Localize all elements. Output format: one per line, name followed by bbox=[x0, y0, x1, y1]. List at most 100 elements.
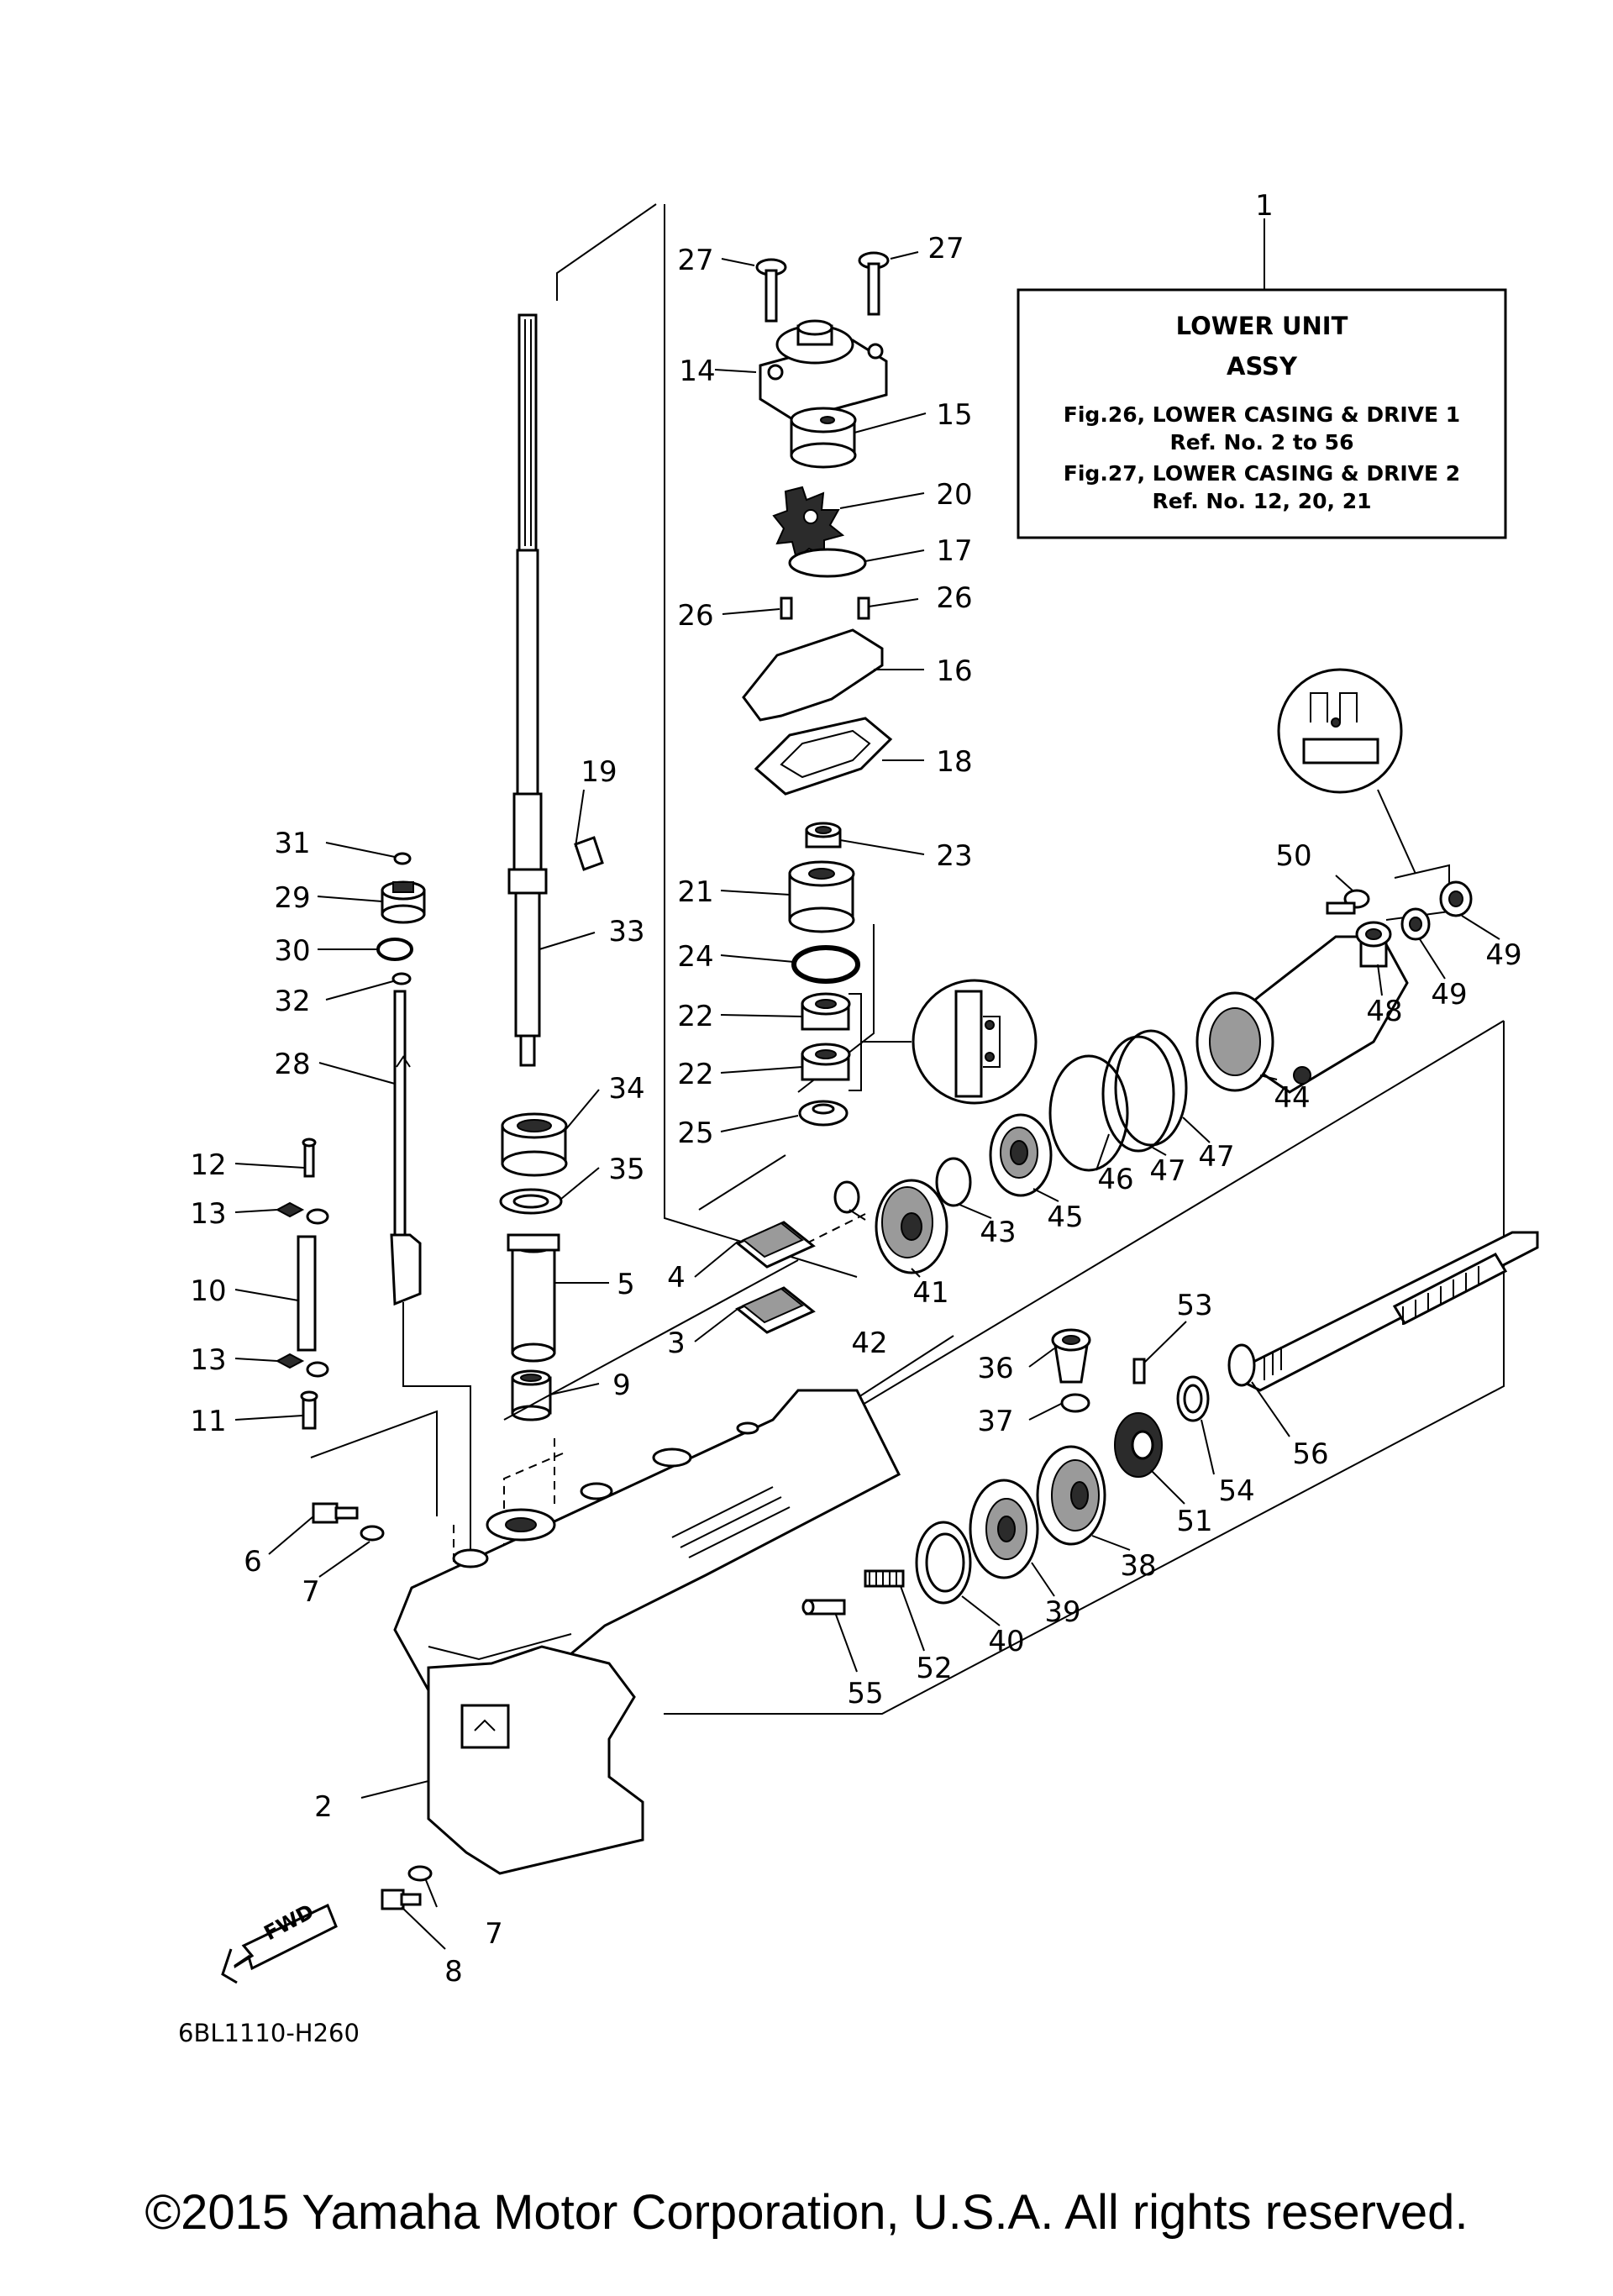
screw-11 bbox=[300, 1390, 318, 1430]
callout-50: 50 bbox=[1275, 839, 1311, 873]
callout-1: 1 bbox=[1255, 189, 1274, 223]
pump-housing-bolt-right bbox=[858, 251, 890, 316]
woodruff-key bbox=[574, 836, 604, 871]
screw-8 bbox=[381, 1889, 422, 1910]
insert-cartridge bbox=[790, 407, 857, 469]
bolt-50 bbox=[1326, 889, 1370, 915]
callout-13-lower: 13 bbox=[190, 1343, 226, 1377]
clip-13-upper bbox=[275, 1201, 329, 1225]
outer-plate-gasket-inner bbox=[780, 729, 871, 779]
shim-40 bbox=[915, 1521, 972, 1605]
callout-15: 15 bbox=[936, 398, 972, 432]
screw-6 bbox=[312, 1502, 359, 1524]
o-ring-47-b bbox=[1114, 1029, 1188, 1147]
callout-32: 32 bbox=[274, 985, 310, 1018]
pinion-gear-36 bbox=[1051, 1328, 1091, 1384]
dowel-pin-right bbox=[857, 596, 870, 620]
drive-shaft bbox=[507, 313, 548, 1067]
callout-51: 51 bbox=[1176, 1505, 1212, 1538]
callout-53: 53 bbox=[1176, 1289, 1212, 1322]
callout-44: 44 bbox=[1274, 1081, 1310, 1115]
box-title-line1: LOWER UNIT bbox=[1176, 312, 1348, 340]
o-ring-47-a bbox=[1101, 1035, 1175, 1153]
needle-bearing-9 bbox=[511, 1369, 552, 1421]
sleeve-5 bbox=[507, 1233, 560, 1363]
reverse-gear-38 bbox=[1036, 1445, 1106, 1546]
callout-16: 16 bbox=[936, 654, 972, 688]
callout-26-left: 26 bbox=[677, 599, 713, 633]
pin-53 bbox=[1132, 1358, 1146, 1384]
lower-casing bbox=[393, 1259, 901, 1875]
diagram-code: 6BL1110-H260 bbox=[178, 2019, 360, 2047]
pump-housing-bolt-left bbox=[755, 258, 787, 323]
callout-42: 42 bbox=[851, 1327, 887, 1360]
circlip-31 bbox=[393, 852, 412, 865]
nut-37 bbox=[1060, 1393, 1090, 1413]
oil-seal-bracket bbox=[849, 993, 862, 1091]
callout-36: 36 bbox=[977, 1352, 1013, 1385]
callout-41: 41 bbox=[912, 1276, 948, 1310]
o-ring-30 bbox=[376, 938, 413, 961]
gasket-7-upper bbox=[360, 1525, 385, 1542]
callout-4: 4 bbox=[667, 1261, 686, 1295]
o-ring-24 bbox=[791, 945, 860, 984]
callout-30: 30 bbox=[274, 934, 310, 968]
oil-seal-49-b-core bbox=[1448, 891, 1463, 907]
oil-seal-22-upper bbox=[801, 992, 851, 1031]
callout-34: 34 bbox=[608, 1072, 644, 1106]
callout-45: 45 bbox=[1047, 1201, 1083, 1234]
forward-gear-41 bbox=[875, 1179, 948, 1274]
shim-35-hole bbox=[512, 1194, 549, 1209]
oil-seal-22-lower bbox=[801, 1043, 851, 1081]
copyright-notice: ©2015 Yamaha Motor Corporation, U.S.A. A… bbox=[144, 2185, 1469, 2240]
info-box-frame bbox=[1017, 288, 1507, 539]
o-ring-46 bbox=[1048, 1054, 1129, 1172]
callout-14: 14 bbox=[679, 355, 715, 388]
callout-26-right: 26 bbox=[936, 581, 972, 615]
callout-39: 39 bbox=[1044, 1595, 1080, 1629]
callout-21: 21 bbox=[677, 875, 713, 909]
dog-clutch-51 bbox=[1114, 1412, 1163, 1478]
box-line-fig27: Fig.27, LOWER CASING & DRIVE 2 bbox=[1064, 461, 1460, 486]
washer-43 bbox=[935, 1157, 972, 1207]
washer-32 bbox=[391, 972, 412, 985]
callout-18: 18 bbox=[936, 745, 972, 779]
box-line-ref-2-56: Ref. No. 2 to 56 bbox=[1170, 430, 1354, 454]
bearing-45 bbox=[989, 1113, 1053, 1197]
anode-4-face bbox=[742, 1222, 804, 1258]
callout-47-a: 47 bbox=[1149, 1154, 1185, 1188]
callout-37: 37 bbox=[977, 1405, 1013, 1438]
oil-seal-detail-circle bbox=[912, 979, 1038, 1105]
callout-20: 20 bbox=[936, 478, 972, 512]
shim-42 bbox=[833, 1180, 860, 1214]
leader-lines bbox=[234, 251, 1500, 1950]
box-line-ref-12-20-21: Ref. No. 12, 20, 21 bbox=[1153, 489, 1372, 513]
oil-seal-housing bbox=[788, 860, 855, 933]
callout-17: 17 bbox=[936, 534, 972, 568]
washer-25 bbox=[798, 1100, 849, 1127]
water-pump-housing bbox=[759, 319, 888, 422]
callout-11: 11 bbox=[190, 1405, 226, 1438]
callout-5: 5 bbox=[617, 1268, 635, 1301]
pump-gasket-ring bbox=[788, 548, 867, 578]
callout-40: 40 bbox=[988, 1625, 1024, 1658]
callout-47-b: 47 bbox=[1198, 1140, 1234, 1174]
oil-seal-top bbox=[805, 822, 842, 849]
propeller-shaft-housing-44 bbox=[1195, 935, 1409, 1094]
callout-38: 38 bbox=[1120, 1549, 1156, 1583]
anode-3-face bbox=[742, 1287, 804, 1324]
callout-52: 52 bbox=[916, 1652, 952, 1685]
callout-33: 33 bbox=[608, 915, 644, 948]
needle-bearing-34 bbox=[501, 1112, 568, 1177]
impeller bbox=[772, 486, 845, 560]
callout-24: 24 bbox=[677, 940, 713, 974]
outer-plate bbox=[742, 628, 884, 722]
oil-seal-49-a-core bbox=[1409, 917, 1422, 932]
callout-54: 54 bbox=[1218, 1474, 1254, 1508]
lower-unit-assy-box: LOWER UNIT ASSY Fig.26, LOWER CASING & D… bbox=[1017, 218, 1507, 539]
callout-25: 25 bbox=[677, 1116, 713, 1150]
callout-8: 8 bbox=[444, 1955, 463, 1989]
callout-27-left: 27 bbox=[677, 244, 713, 277]
callout-labels: 1 2 3 4 5 6 7 7 8 9 10 11 12 13 13 14 15… bbox=[190, 189, 1521, 1989]
